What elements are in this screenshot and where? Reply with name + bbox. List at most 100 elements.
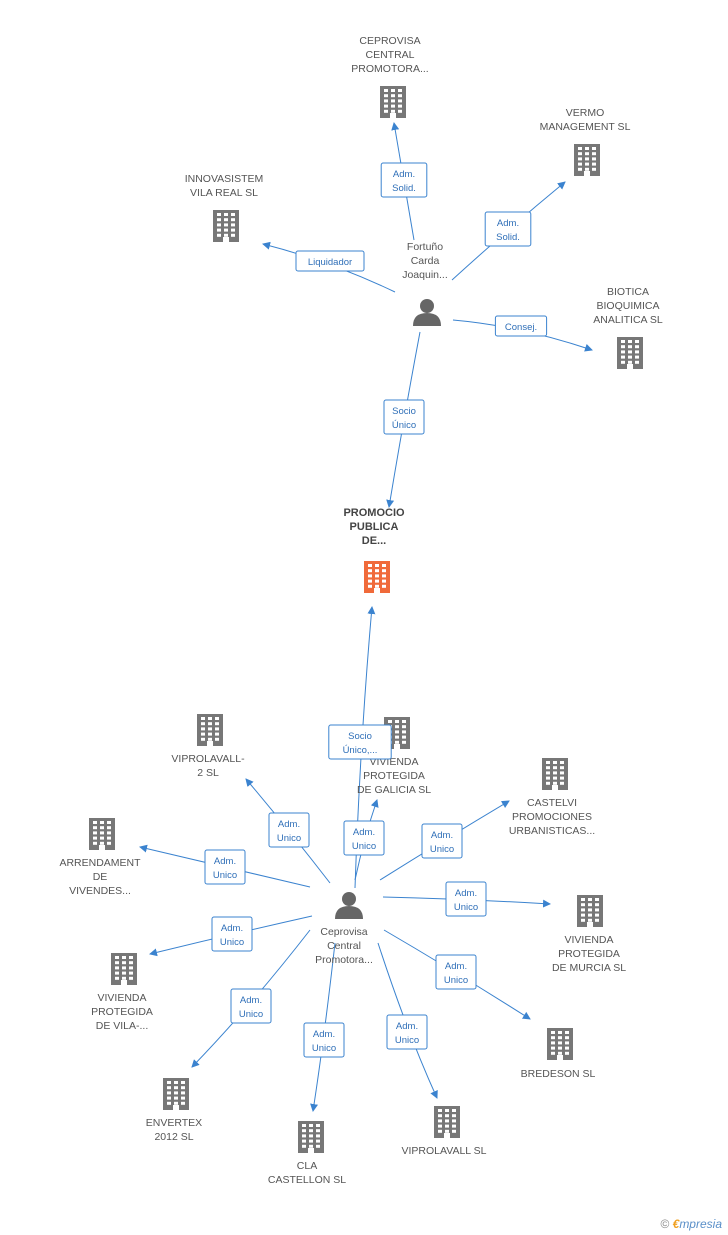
edge-label-box [295, 250, 365, 272]
edge-label-text: Unico [239, 1009, 263, 1020]
building-window [595, 908, 599, 912]
node-label-ceprovisa_co[interactable]: CEPROVISACENTRALPROMOTORA... [351, 35, 428, 75]
edge-label[interactable]: SocioÚnico,... [328, 724, 392, 760]
building-window [115, 966, 119, 970]
edge-label-box [204, 849, 246, 885]
edge-label[interactable]: Adm.Unico [343, 820, 385, 856]
node-label-line: PROTEGIDA [363, 770, 425, 782]
company-icon[interactable] [163, 1078, 189, 1110]
company-icon[interactable] [89, 818, 115, 850]
person-icon[interactable] [335, 892, 363, 919]
company-icon[interactable] [574, 144, 600, 176]
company-icon[interactable] [434, 1106, 460, 1138]
edge-label[interactable]: Adm.Unico [445, 881, 487, 917]
building-window [565, 1051, 569, 1055]
edge-label[interactable]: Adm.Unico [421, 823, 463, 859]
building-window [174, 1091, 178, 1095]
node-label-line: PROTEGIDA [91, 1006, 153, 1018]
building-window [167, 1096, 171, 1100]
building-window [231, 218, 235, 222]
building-window [445, 1109, 449, 1112]
building-window [382, 564, 386, 567]
node-label-bredeson[interactable]: BREDESON SL [521, 1068, 596, 1080]
node-label-viprolavall2[interactable]: VIPROLAVALL-2 SL [171, 753, 245, 779]
person-icon[interactable] [413, 299, 441, 326]
building-window [368, 564, 372, 567]
edge-label[interactable]: Consej. [494, 315, 548, 337]
company-icon[interactable] [298, 1121, 324, 1153]
building-window [592, 167, 596, 171]
building-window [560, 771, 564, 775]
building-window [595, 918, 599, 922]
node-label-line: DE GALICIA SL [357, 784, 431, 796]
building-window [391, 94, 395, 98]
building-window [585, 167, 589, 171]
node-label-ceprovisa_person[interactable]: CeprovisaCentralPromotora... [315, 926, 373, 966]
building-window [628, 350, 632, 354]
edge-label[interactable]: Adm.Unico [435, 954, 477, 990]
building-window [93, 826, 97, 830]
company-icon[interactable] [197, 714, 223, 746]
edge-label-text: Liquidador [308, 257, 352, 268]
node-label-arrendament[interactable]: ARRENDAMENTDEVIVENDES... [59, 857, 141, 897]
edge-label[interactable]: Adm.Solid. [484, 211, 532, 247]
building-window [201, 732, 205, 736]
building-window [224, 218, 228, 222]
building-window [585, 157, 589, 161]
empresia-brand: © €mpresia [660, 1217, 722, 1231]
building-window [100, 841, 104, 845]
building-window [628, 355, 632, 359]
building-window [181, 1081, 185, 1084]
company-icon[interactable] [617, 337, 643, 369]
edge-label-text: Adm. [497, 218, 519, 229]
building-window [438, 1109, 442, 1112]
edge-label[interactable]: Adm.Unico [303, 1022, 345, 1058]
company-icon[interactable] [380, 86, 406, 118]
node-label-main[interactable]: PROMOCIOPUBLICADE... [343, 507, 405, 547]
building-window [215, 732, 219, 736]
building-window [215, 717, 219, 720]
edge-label[interactable]: Adm.Unico [204, 849, 246, 885]
building-window [581, 913, 585, 917]
node-label-fortuno[interactable]: FortuñoCardaJoaquin... [402, 241, 448, 281]
building-window [309, 1134, 313, 1138]
building-window [174, 1081, 178, 1084]
building-window [588, 898, 592, 901]
edge-label[interactable]: Adm.Solid. [380, 162, 428, 198]
edge-label[interactable]: Adm.Unico [230, 988, 272, 1024]
edge-label-text: Socio [392, 406, 416, 417]
building-window [129, 971, 133, 975]
node-label-line: MANAGEMENT SL [540, 121, 631, 133]
company-icon[interactable] [577, 895, 603, 927]
building-window [167, 1081, 171, 1084]
edge-label[interactable]: Adm.Unico [211, 916, 253, 952]
edge-label[interactable]: Adm.Unico [268, 812, 310, 848]
company-icon[interactable] [542, 758, 568, 790]
node-label-line: VIVIENDA [97, 992, 146, 1004]
building-door [374, 588, 380, 593]
building-window [565, 1041, 569, 1045]
node-label-line: BIOQUIMICA [596, 300, 659, 312]
company-icon[interactable] [111, 953, 137, 985]
node-label-viprolavall[interactable]: VIPROLAVALL SL [401, 1145, 486, 1157]
node-label-castelvi[interactable]: CASTELVIPROMOCIONESURBANISTICAS... [509, 797, 595, 837]
building-window [546, 781, 550, 785]
edge-label[interactable]: Adm.Unico [386, 1014, 428, 1050]
building-window [107, 841, 111, 845]
building-door [587, 922, 593, 927]
building-window [402, 720, 406, 723]
main-company-icon[interactable] [364, 561, 390, 593]
company-icon[interactable] [547, 1028, 573, 1060]
node-label-line: VIVENDES... [69, 885, 131, 897]
edge-label[interactable]: Liquidador [295, 250, 365, 272]
company-icon[interactable] [213, 210, 239, 242]
